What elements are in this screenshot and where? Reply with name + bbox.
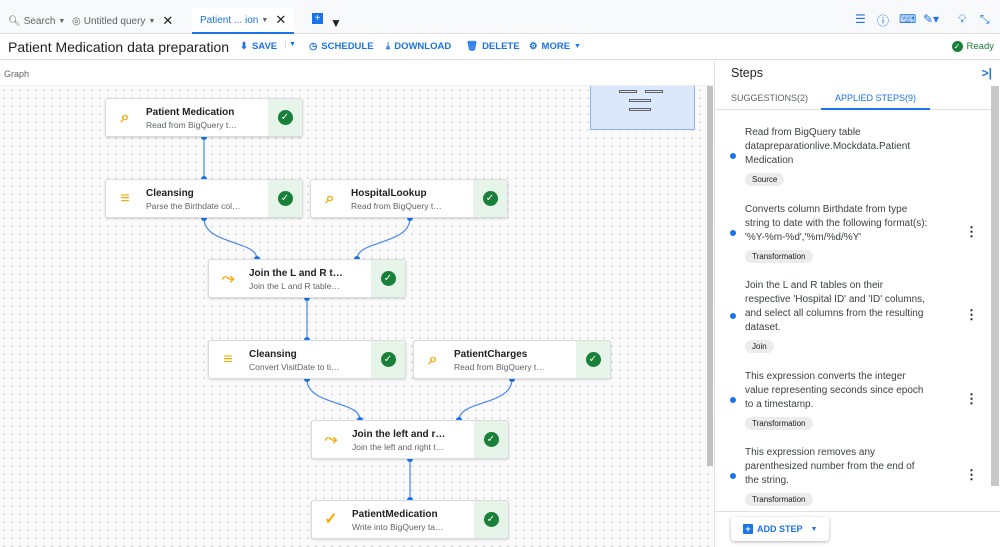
tab-bar: 🔍︎Search▼ ◎Untitled query▼✕ Patient ... … xyxy=(0,0,1000,34)
tab-applied-steps[interactable]: APPLIED STEPS(9) xyxy=(821,93,931,110)
success-check-icon: ✓ xyxy=(483,512,499,527)
tab-patient-medication[interactable]: Patient ... ion▼✕ xyxy=(192,8,295,34)
info-icon[interactable]: ⓘ xyxy=(877,14,890,28)
bigquery-source-icon: ⌕ xyxy=(325,190,335,207)
step-tag: Transformation xyxy=(745,493,813,506)
graph-label: Graph xyxy=(0,61,713,86)
download-icon: ⤓ xyxy=(386,41,391,52)
tab-suggestions[interactable]: SUGGESTIONS(2) xyxy=(731,93,809,103)
checkmark-destination-icon: ✓ xyxy=(324,511,338,528)
plus-icon: + xyxy=(743,524,753,534)
panel-tabs: SUGGESTIONS(2) APPLIED STEPS(9) xyxy=(715,86,991,110)
save-button[interactable]: ⬇SAVE xyxy=(240,41,278,52)
trash-icon: 🗑︎ xyxy=(466,41,479,52)
page-title: Patient Medication data preparation xyxy=(8,39,230,55)
list-icon: ≡ xyxy=(223,351,233,368)
success-check-icon: ✓ xyxy=(380,352,396,367)
success-check-icon: ✓ xyxy=(277,191,293,206)
chevron-down-icon[interactable]: ▼ xyxy=(330,16,342,30)
download-button[interactable]: ⤓DOWNLOAD xyxy=(386,41,452,52)
more-vert-icon[interactable]: ⋮ xyxy=(965,467,978,482)
toolbar: Patient Medication data preparation ⬇SAV… xyxy=(0,34,1000,60)
check-circle-icon: ✓ xyxy=(951,41,963,52)
join-icon: ⤳ xyxy=(221,270,235,287)
success-check-icon: ✓ xyxy=(380,271,396,286)
step-tag: Source xyxy=(745,173,785,186)
node-join-1[interactable]: ⤳Join the L and R tables o...Join the L … xyxy=(208,259,406,298)
panel-footer: +ADD STEP▼ xyxy=(715,511,1000,547)
list-icon: ≡ xyxy=(120,190,130,207)
more-vert-icon[interactable]: ⋮ xyxy=(965,391,978,406)
minimap[interactable] xyxy=(590,86,695,130)
edge xyxy=(458,378,513,421)
steps-panel: Steps >| SUGGESTIONS(2) APPLIED STEPS(9)… xyxy=(714,61,1000,547)
canvas-scrollbar[interactable] xyxy=(707,86,713,466)
list-icon[interactable]: ☰ xyxy=(855,12,866,26)
edge xyxy=(356,217,411,260)
status-indicator: ✓Ready xyxy=(951,41,994,52)
join-icon: ⤳ xyxy=(324,431,338,448)
close-icon[interactable]: ✕ xyxy=(162,13,174,28)
chevron-down-icon[interactable]: ▼ xyxy=(148,17,156,25)
tab-untitled-query[interactable]: ◎Untitled query▼✕ xyxy=(72,13,174,28)
more-vert-icon[interactable]: ⋮ xyxy=(965,307,978,322)
magic-wand-icon[interactable]: ✎▾ xyxy=(923,12,940,26)
edge xyxy=(306,378,361,421)
chevron-down-icon: ▼ xyxy=(574,43,581,50)
save-icon: ⬇ xyxy=(240,41,248,52)
query-icon: ◎ xyxy=(72,15,81,27)
add-step-button[interactable]: +ADD STEP▼ xyxy=(731,517,830,541)
close-icon[interactable]: ✕ xyxy=(275,12,287,27)
step-tag: Transformation xyxy=(745,417,813,430)
tab-search[interactable]: 🔍︎Search▼ xyxy=(8,15,66,27)
edge xyxy=(203,217,258,260)
success-check-icon: ✓ xyxy=(585,352,601,367)
bigquery-source-icon: ⌕ xyxy=(428,351,438,368)
save-dropdown[interactable]: ▼ xyxy=(285,41,296,48)
collapse-icon[interactable]: ⤡ xyxy=(980,12,990,26)
more-vert-icon[interactable]: ⋮ xyxy=(965,224,978,239)
panel-title: Steps xyxy=(731,66,763,80)
chevron-down-icon: ▼ xyxy=(810,525,818,533)
node-join-2[interactable]: ⤳Join the left and right tab...Join the … xyxy=(311,420,509,459)
more-button[interactable]: ⚙MORE▼ xyxy=(529,41,581,52)
clock-icon: ◷ xyxy=(309,41,318,52)
chevron-down-icon[interactable]: ▼ xyxy=(58,17,66,25)
collapse-panel-icon[interactable]: >| xyxy=(981,66,992,80)
lightbulb-icon[interactable]: 💡︎ xyxy=(958,12,967,26)
success-check-icon: ✓ xyxy=(277,110,293,125)
step-tag: Transformation xyxy=(745,250,813,263)
schedule-button[interactable]: ◷SCHEDULE xyxy=(309,41,374,52)
success-check-icon: ✓ xyxy=(483,432,499,447)
keyboard-icon[interactable]: ⌨ xyxy=(899,12,917,26)
panel-scrollbar[interactable] xyxy=(991,86,999,486)
step-tag: Join xyxy=(745,340,774,353)
chevron-down-icon[interactable]: ▼ xyxy=(261,16,269,24)
success-check-icon: ✓ xyxy=(482,191,498,206)
bigquery-source-icon: ⌕ xyxy=(120,109,130,126)
new-tab-icon[interactable]: + xyxy=(312,13,323,24)
gear-icon: ⚙ xyxy=(529,41,538,52)
search-icon: 🔍︎ xyxy=(8,15,21,27)
graph-edges xyxy=(201,134,515,503)
delete-button[interactable]: 🗑︎DELETE xyxy=(466,41,520,52)
